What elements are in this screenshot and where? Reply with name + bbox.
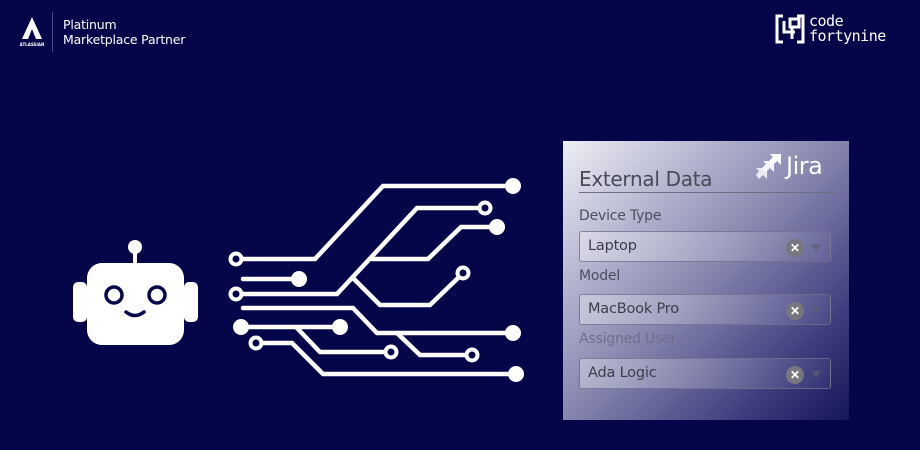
device-type-value: Laptop [588, 238, 637, 254]
panel-title: External Data [579, 167, 713, 191]
jira-logo: Jira [756, 152, 823, 180]
clear-icon[interactable]: ✕ [786, 239, 804, 257]
assigned-user-label: Assigned User [579, 331, 677, 347]
assigned-user-value: Ada Logic [588, 365, 657, 381]
logo-line1: code [809, 12, 844, 30]
atlassian-partner-badge: ATLASSIAN Platinum Marketplace Partner [18, 12, 185, 52]
assigned-user-select[interactable]: Ada Logic ✕ [579, 358, 831, 389]
partner-line2: Marketplace Partner [63, 32, 186, 47]
codefortynine-wordmark: code fortynine [809, 14, 886, 44]
device-type-label: Device Type [579, 208, 662, 224]
atlassian-logo-icon: ATLASSIAN [18, 15, 46, 49]
circuit-nodes [233, 178, 524, 382]
jira-wordmark: Jira [786, 152, 823, 180]
chevron-down-icon[interactable] [811, 371, 821, 378]
logo-line2: fortynine [809, 27, 886, 45]
title-divider [579, 192, 836, 193]
svg-text:ATLASSIAN: ATLASSIAN [20, 42, 45, 47]
model-select[interactable]: MacBook Pro ✕ [579, 294, 831, 325]
circuit-open-nodes [228, 200, 493, 363]
chevron-down-icon[interactable] [811, 307, 821, 314]
device-type-select[interactable]: Laptop ✕ [579, 231, 831, 262]
clear-icon[interactable]: ✕ [786, 302, 804, 320]
codefortynine-logo: code fortynine [775, 13, 886, 45]
model-value: MacBook Pro [588, 301, 679, 317]
circuit-lines [238, 183, 513, 377]
partner-text: Platinum Marketplace Partner [63, 17, 185, 47]
external-data-panel: External Data Jira Device Type Laptop ✕ … [563, 141, 849, 420]
model-label: Model [579, 268, 621, 284]
header-divider [52, 12, 53, 52]
robot-icon [73, 240, 198, 345]
chevron-down-icon[interactable] [811, 244, 821, 251]
codefortynine-mark-icon [775, 14, 805, 44]
jira-icon [756, 154, 781, 179]
partner-line1: Platinum [63, 17, 117, 32]
clear-icon[interactable]: ✕ [786, 366, 804, 384]
